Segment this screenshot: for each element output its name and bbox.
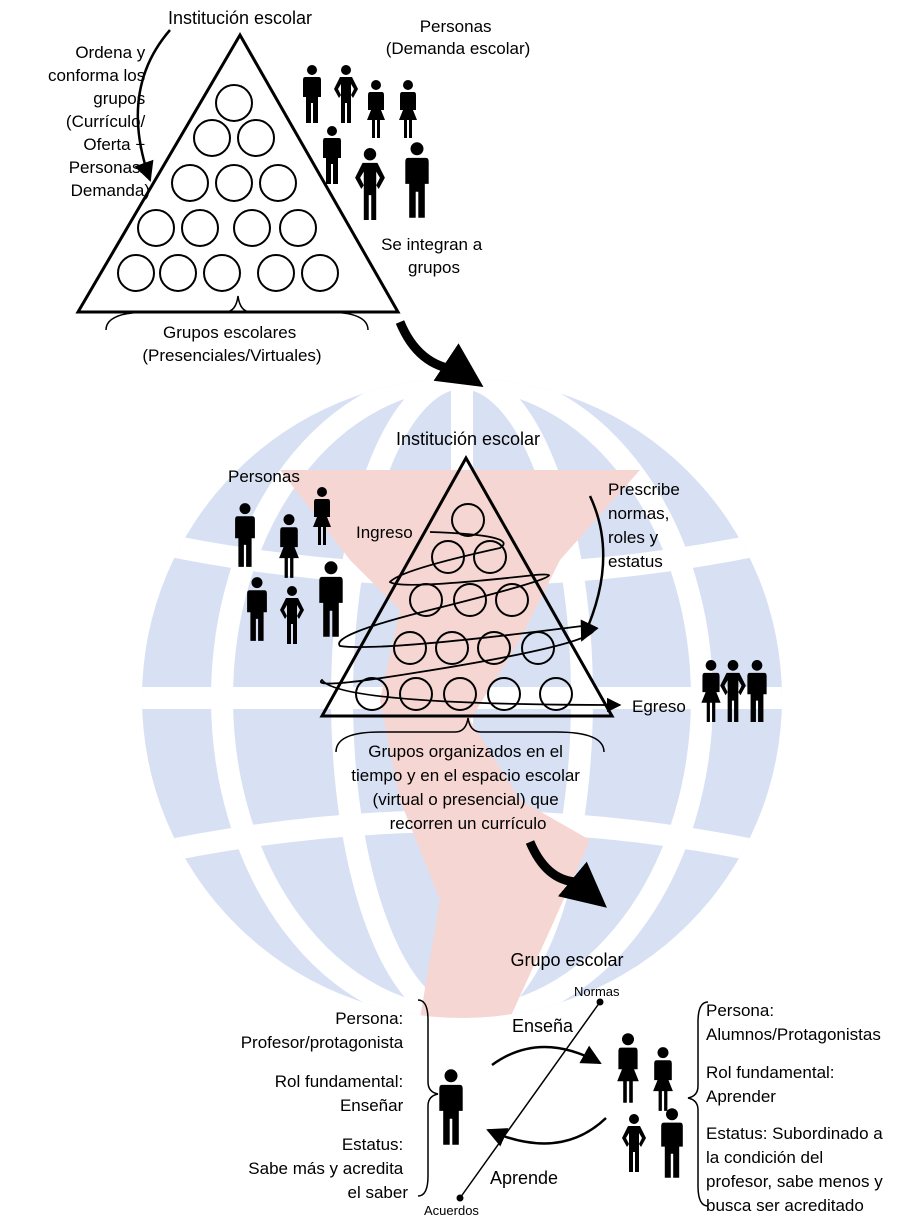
circles-groups-2 xyxy=(355,503,573,711)
label-grupos-organizados: Grupos organizados en el tiempo y en el … xyxy=(351,742,584,833)
pyramid-1 xyxy=(75,32,401,314)
label-grupos-escolares: Grupos escolares (Presenciales/Virtuales… xyxy=(142,323,321,365)
circles-groups-1 xyxy=(117,84,339,292)
arrow-aprende xyxy=(486,1117,607,1147)
section-institution-middle: Institución escolar Ingreso Egreso Presc… xyxy=(228,429,767,833)
brace-grupos-2 xyxy=(335,717,605,753)
label-ordena: Ordena y conforma los grupos (Currículo/… xyxy=(48,43,150,200)
label-se-integran: Se integran a grupos xyxy=(381,235,487,277)
brace-students xyxy=(687,1001,709,1207)
title-grupo-escolar: Grupo escolar xyxy=(510,950,623,970)
label-normas: Normas xyxy=(574,984,620,999)
people-group-1 xyxy=(303,65,429,220)
title-institucion-1: Institución escolar xyxy=(168,8,312,28)
label-egreso: Egreso xyxy=(632,697,686,716)
teacher-figure xyxy=(439,1069,463,1145)
globe-watermark xyxy=(142,378,782,1018)
label-personas-2: Personas xyxy=(228,467,300,486)
label-ensena: Enseña xyxy=(512,1016,574,1036)
brace-grupos-1 xyxy=(105,295,369,331)
arrow-connector-1 xyxy=(395,320,484,387)
spiral-path xyxy=(319,531,622,713)
section-institution-top: Institución escolar Ordena y conforma lo… xyxy=(48,8,530,365)
label-prescribe: Prescribe normas, roles y estatus xyxy=(608,480,685,571)
label-students: Persona: Alumnos/Protagonistas Rol funda… xyxy=(706,1001,887,1215)
axis-normas-acuerdos xyxy=(459,1001,601,1199)
label-personas-demanda: Personas (Demanda escolar) xyxy=(386,17,531,58)
arrow-ensena xyxy=(491,1045,602,1067)
label-teacher: Persona: Profesor/protagonista Rol funda… xyxy=(241,1009,409,1202)
label-acuerdos: Acuerdos xyxy=(424,1203,479,1217)
label-aprende: Aprende xyxy=(490,1168,558,1188)
arrow-prescribe xyxy=(580,495,605,642)
brace-teacher xyxy=(417,999,439,1197)
section-grupo-escolar: Grupo escolar Normas Acuerdos Enseña Apr… xyxy=(241,950,887,1217)
students-figures xyxy=(617,1033,683,1178)
pyramid-2 xyxy=(319,454,615,718)
arrow-ordena xyxy=(134,29,171,182)
title-institucion-2: Institución escolar xyxy=(396,429,540,449)
arrow-connector-2 xyxy=(525,840,607,908)
label-ingreso: Ingreso xyxy=(356,523,413,542)
